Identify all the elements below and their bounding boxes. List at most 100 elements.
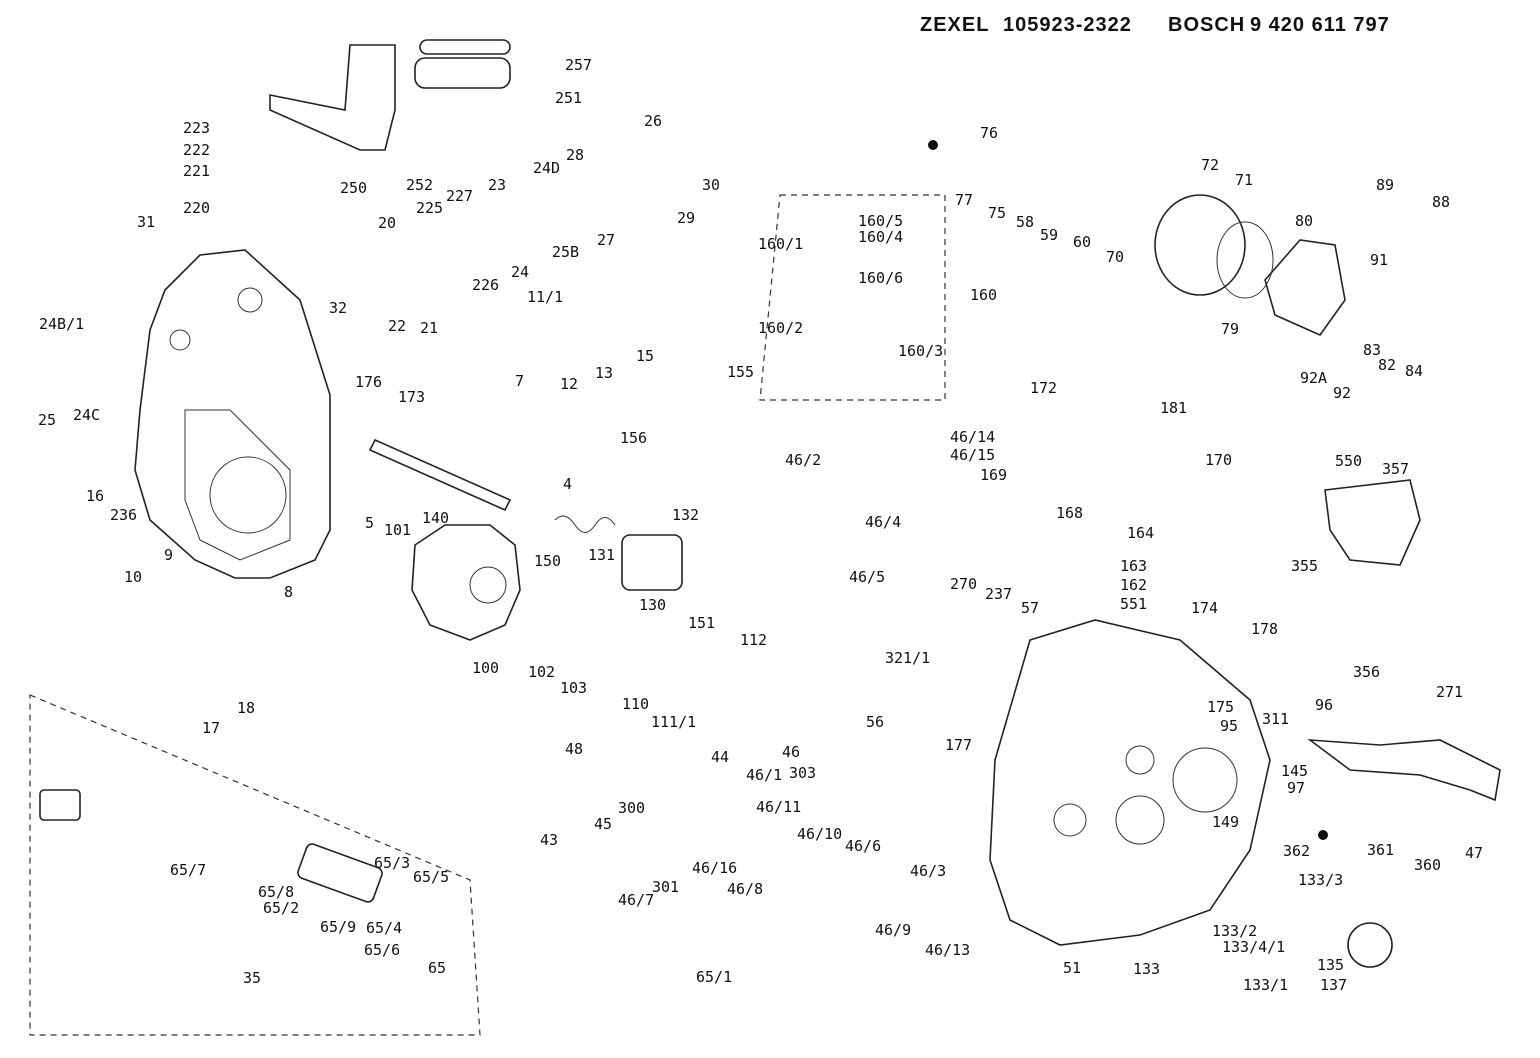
part-label: 160/4 (858, 228, 903, 246)
part-label: 27 (597, 231, 615, 249)
bracket-250 (269, 44, 396, 151)
part-label: 83 (1363, 341, 1381, 359)
part-label: 84 (1405, 362, 1423, 380)
part-label: 96 (1315, 696, 1333, 714)
part-label: 43 (540, 831, 558, 849)
part-label: 163 (1120, 557, 1147, 575)
part-label: 175 (1207, 698, 1234, 716)
part-label: 160/3 (898, 342, 943, 360)
part-label: 22 (388, 317, 406, 335)
part-label: 25B (552, 243, 579, 261)
part-label: 301 (652, 878, 679, 896)
part-label: 321/1 (885, 649, 930, 667)
part-label: 57 (1021, 599, 1039, 617)
part-label: 7 (515, 372, 524, 390)
part-label: 133 (1133, 960, 1160, 978)
part-label: 151 (688, 614, 715, 632)
sensor-65-2 (297, 843, 383, 903)
part-label: 24C (73, 406, 100, 424)
part-label: 303 (789, 764, 816, 782)
part-label: 60 (1073, 233, 1091, 251)
part-label: 137 (1320, 976, 1347, 994)
part-label: 360 (1414, 856, 1441, 874)
part-label: 47 (1465, 844, 1483, 862)
part-label: 65/2 (263, 899, 299, 917)
part-label: 551 (1120, 595, 1147, 613)
lever-360 (1307, 739, 1501, 802)
part-label: 223 (183, 119, 210, 137)
housing-right (989, 619, 1271, 946)
part-label: 155 (727, 363, 754, 381)
part-label: 550 (1335, 452, 1362, 470)
part-label: 13 (595, 364, 613, 382)
part-label: 17 (202, 719, 220, 737)
spring-257 (419, 39, 511, 55)
spring-130 (621, 534, 683, 591)
diaphragm-72 (1154, 194, 1246, 296)
part-label: 18 (237, 699, 255, 717)
part-label: 156 (620, 429, 647, 447)
part-label: 181 (1160, 399, 1187, 417)
part-label: 103 (560, 679, 587, 697)
part-label: 23 (488, 176, 506, 194)
solenoid-550 (1324, 479, 1421, 566)
part-label: 88 (1432, 193, 1450, 211)
part-label: 236 (110, 506, 137, 524)
part-label: 65/1 (696, 968, 732, 986)
part-label: 100 (472, 659, 499, 677)
part-label: 51 (1063, 959, 1081, 977)
part-label: 46/16 (692, 859, 737, 877)
part-label: 46/14 (950, 428, 995, 446)
part-label: 46/7 (618, 891, 654, 909)
part-label: 149 (1212, 813, 1239, 831)
part-label: 173 (398, 388, 425, 406)
governor-weights (411, 524, 521, 641)
part-label: 29 (677, 209, 695, 227)
part-label: 10 (124, 568, 142, 586)
part-label: 24D (533, 159, 560, 177)
part-label: 145 (1281, 762, 1308, 780)
part-label: 251 (555, 89, 582, 107)
part-label: 112 (740, 631, 767, 649)
part-label: 176 (355, 373, 382, 391)
cover-plate-137 (1347, 922, 1393, 968)
part-label: 46/5 (849, 568, 885, 586)
housing-left (134, 249, 331, 579)
part-label: 92A (1300, 369, 1327, 387)
part-label: 46/9 (875, 921, 911, 939)
part-label: 178 (1251, 620, 1278, 638)
part-label: 160 (970, 286, 997, 304)
part-label: 225 (416, 199, 443, 217)
part-label: 15 (636, 347, 654, 365)
part-label: 75 (988, 204, 1006, 222)
part-label: 300 (618, 799, 645, 817)
part-label: 220 (183, 199, 210, 217)
part-label: 150 (534, 552, 561, 570)
part-label: 101 (384, 521, 411, 539)
part-label: 135 (1317, 956, 1344, 974)
part-label: 4 (563, 475, 572, 493)
part-label: 110 (622, 695, 649, 713)
part-label: 111/1 (651, 713, 696, 731)
part-label: 252 (406, 176, 433, 194)
spring-131 (554, 515, 616, 533)
part-label: 45 (594, 815, 612, 833)
part-label: 237 (985, 585, 1012, 603)
part-label: 355 (1291, 557, 1318, 575)
group-160-boundary (759, 194, 946, 401)
header-maker1: ZEXEL (920, 14, 990, 36)
part-label: 65/3 (374, 854, 410, 872)
part-label: 80 (1295, 212, 1313, 230)
part-label: 102 (528, 663, 555, 681)
part-label: 250 (340, 179, 367, 197)
part-label: 8 (284, 583, 293, 601)
part-label: 169 (980, 466, 1007, 484)
part-label: 46/8 (727, 880, 763, 898)
cover-80 (1264, 239, 1346, 336)
part-label: 133/4/1 (1222, 938, 1285, 956)
part-label: 24B/1 (39, 315, 84, 333)
part-label: 65/7 (170, 861, 206, 879)
part-label: 95 (1220, 717, 1238, 735)
part-label: 65/8 (258, 883, 294, 901)
